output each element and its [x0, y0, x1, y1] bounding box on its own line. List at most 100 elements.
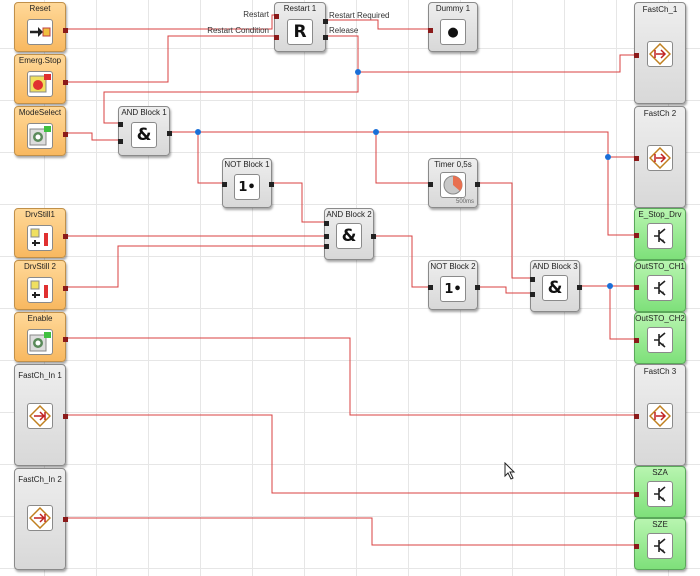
block-title: OutSTO_CH2 [635, 314, 685, 323]
block-title: AND Block 2 [326, 210, 372, 219]
block-title: DrvStill1 [25, 210, 55, 219]
block-title: Reset [29, 4, 51, 13]
wire-enable-fastch3 [67, 337, 636, 416]
block-fastch-2[interactable]: FastCh 2 [634, 106, 686, 208]
junction-dot [195, 129, 201, 135]
block-e-stop-drv[interactable]: E_Stop_Drv [634, 208, 686, 260]
block-sze[interactable]: SZE [634, 518, 686, 570]
drive-still-sensor-icon [27, 277, 53, 303]
arrow-into-box-icon [27, 19, 53, 45]
restart-condition-input-label: Restart Condition [207, 26, 269, 35]
transistor-output-icon [647, 533, 673, 559]
wire-and2-not2 [374, 235, 430, 288]
block-fastch-3[interactable]: FastCh 3 [634, 364, 686, 466]
dummy-symbol: ● [447, 24, 459, 40]
and-symbol: & [547, 278, 563, 298]
block-title: Dummy 1 [435, 4, 471, 13]
junction-dot [607, 283, 613, 289]
transistor-output-icon [647, 327, 673, 353]
and-gate-icon: & [336, 223, 362, 249]
wire-and1-estop [607, 157, 636, 236]
fast-channel-input-icon [27, 505, 53, 531]
wire-and1-not1 [197, 132, 222, 184]
block-title: ModeSelect [18, 108, 62, 117]
junction-dot [373, 129, 379, 135]
emergency-stop-button-icon [27, 71, 53, 97]
restart-input-label: Restart [243, 10, 269, 19]
block-title: Enable [27, 314, 53, 323]
restart-symbol: R [293, 22, 307, 42]
block-title: Restart 1 [283, 4, 317, 13]
transistor-output-icon [647, 223, 673, 249]
block-fastch-in2[interactable]: FastCh_In 2 [14, 468, 68, 570]
block-drvstill2[interactable]: DrvStill 2 [14, 260, 68, 310]
block-dummy-1[interactable]: Dummy 1 ● [428, 2, 478, 52]
not-gate-icon: 1• [440, 276, 466, 302]
block-sza[interactable]: SZA [634, 466, 686, 518]
fast-channel-output-icon [647, 403, 673, 429]
wire-and1-out [168, 131, 636, 158]
and-symbol: & [341, 226, 357, 246]
wire-fastchin1-sza [67, 414, 636, 494]
block-title: FastCh 2 [643, 109, 677, 118]
junction-dot [355, 69, 361, 75]
block-title: SZE [652, 520, 668, 529]
block-title: AND Block 1 [121, 108, 167, 117]
fast-channel-input-icon [27, 403, 53, 429]
block-title: Emerg.Stop [18, 56, 62, 65]
block-outsto-ch1[interactable]: OutSTO_CH1 [634, 260, 686, 312]
fast-channel-output-icon [647, 145, 673, 171]
and-symbol: & [136, 125, 152, 145]
block-reset[interactable]: Reset [14, 2, 68, 52]
block-title: FastCh_1 [642, 5, 678, 14]
block-timer[interactable]: Timer 0,5s 500ms [428, 158, 480, 208]
block-mode-select[interactable]: ModeSelect [14, 106, 68, 156]
restart-required-output-label: Restart Required [329, 11, 390, 20]
wire-not1-and2 [272, 182, 324, 223]
and-gate-icon: & [131, 122, 157, 148]
wire-modeselect-and1 [67, 132, 118, 141]
not-gate-icon: 1• [234, 174, 260, 200]
timer-duration: 500ms [455, 199, 474, 205]
block-enable[interactable]: Enable [14, 312, 68, 362]
timer-pie-icon [440, 172, 466, 198]
block-and-3[interactable]: AND Block 3 & [530, 260, 582, 312]
wire-emergstop-restartcond [67, 35, 276, 83]
wire-drvstill2-and2 [67, 245, 324, 288]
block-not-1[interactable]: NOT Block 1 1• [222, 158, 274, 208]
transistor-output-icon [647, 275, 673, 301]
block-title: FastCh_In 1 [18, 371, 62, 380]
wire-release-fastch1 [358, 54, 636, 73]
mode-selector-button-icon [27, 123, 53, 149]
block-and-2[interactable]: AND Block 2 & [324, 208, 376, 260]
mouse-cursor-icon [504, 462, 516, 480]
block-emerg-stop[interactable]: Emerg.Stop [14, 54, 68, 104]
fast-channel-output-icon [647, 41, 673, 67]
wire-and3-outsto2 [609, 286, 636, 340]
block-title: OutSTO_CH1 [635, 262, 685, 271]
drive-still-sensor-icon [27, 225, 53, 251]
wire-fastchin2-sze [67, 517, 636, 546]
block-drvstill1[interactable]: DrvStill1 [14, 208, 68, 258]
release-output-label: Release [329, 26, 359, 35]
block-fastch-in1[interactable]: FastCh_In 1 [14, 364, 68, 466]
block-title: SZA [652, 468, 668, 477]
block-not-2[interactable]: NOT Block 2 1• [428, 260, 480, 310]
not-symbol: 1• [238, 179, 256, 195]
enable-button-icon [27, 329, 53, 355]
block-and-1[interactable]: AND Block 1 & [118, 106, 172, 156]
block-title: DrvStill 2 [23, 262, 56, 271]
block-title: AND Block 3 [532, 262, 578, 271]
block-fastch-1[interactable]: FastCh_1 [634, 2, 686, 104]
and-gate-icon: & [542, 275, 568, 301]
block-title: FastCh_In 2 [18, 475, 62, 484]
dummy-dot-icon: ● [440, 19, 466, 45]
wire-and1-timer [375, 132, 430, 184]
wire-not2-and3 [478, 286, 530, 294]
block-restart-1[interactable]: Restart 1 R [274, 2, 328, 52]
restart-logic-icon: R [287, 19, 313, 45]
block-title: E_Stop_Drv [638, 210, 682, 219]
block-title: Timer 0,5s [434, 160, 472, 169]
block-outsto-ch2[interactable]: OutSTO_CH2 [634, 312, 686, 364]
